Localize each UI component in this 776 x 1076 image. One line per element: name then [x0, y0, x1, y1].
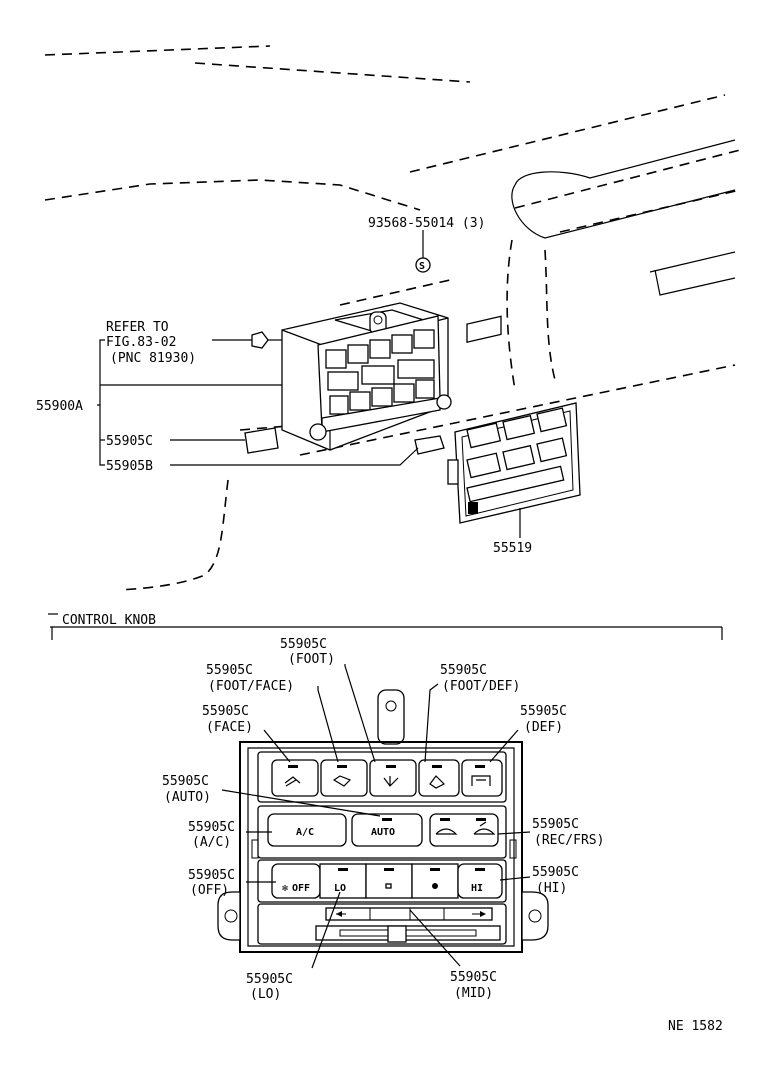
face-vent-icon: [284, 776, 301, 787]
dashboard-outline: [44, 45, 741, 591]
refer-label-line3: (PNC 81930): [110, 351, 196, 366]
ac-button[interactable]: [267, 813, 347, 847]
face-callout-part: 55905C: [202, 704, 249, 719]
lo-button-label: LO: [334, 883, 346, 894]
auto-button[interactable]: [351, 813, 423, 847]
foot-def-callout-desc: (FOOT/DEF): [442, 679, 520, 694]
ac-callout-part: 55905C: [188, 820, 235, 835]
foot-def-callout-part: 55905C: [440, 663, 487, 678]
top-label-group: 93568-55014 (3) REFER TO FIG.83-02 (PNC …: [36, 216, 532, 556]
off-callout-desc: (OFF): [190, 883, 229, 898]
refer-label-line2: FIG.83-02: [106, 335, 176, 350]
foot-button[interactable]: [369, 759, 417, 797]
fan-speed-dot-icon: [385, 883, 392, 889]
screw: S: [415, 230, 431, 273]
screw-part-label: 93568-55014 (3): [368, 216, 485, 231]
assembly-label: 55900A: [36, 399, 83, 414]
callout-leader-lines: [221, 664, 531, 969]
clip-fastener: [251, 331, 282, 349]
mid-callout-part: 55905C: [450, 970, 497, 985]
rec-fre-callout-part: 55905C: [532, 817, 579, 832]
lo-callout-part: 55905C: [246, 972, 293, 987]
def-callout-desc: (DEF): [524, 720, 563, 735]
assembly-button-grid: [317, 315, 441, 433]
knob-b-part: [414, 435, 445, 455]
defrost-icon: [471, 775, 491, 786]
slider-knob[interactable]: [387, 925, 407, 943]
hi-callout-part: 55905C: [532, 865, 579, 880]
off-button-label: OFF: [292, 883, 310, 894]
foot-def-button[interactable]: [418, 759, 460, 797]
fan-buttons-row: ✻ OFF LO HI: [271, 863, 503, 899]
callout-labels: 55905C (FOOT) 55905C (FOOT/FACE) 55905C …: [162, 637, 604, 1002]
fresh-air-icon: [473, 821, 496, 835]
top-leader-lines: [97, 339, 521, 538]
foot-icon: [383, 776, 399, 787]
knob-c-label: 55905C: [106, 434, 153, 449]
control-knob-section-frame: CONTROL KNOB: [48, 613, 723, 640]
knob-c-part: [244, 427, 279, 454]
fan-speed-dot-icon: [432, 883, 438, 889]
auto-callout-part: 55905C: [162, 774, 209, 789]
knob-b-label: 55905B: [106, 459, 153, 474]
control-assembly-unit: [281, 302, 452, 451]
off-callout-part: 55905C: [188, 868, 235, 883]
foot-face-callout-desc: (FOOT/FACE): [208, 679, 294, 694]
panel-label: 55519: [493, 541, 532, 556]
foot-callout-desc: (FOOT): [288, 652, 335, 667]
middle-buttons-row: A/C AUTO: [267, 813, 499, 847]
ac-callout-desc: (A/C): [192, 835, 231, 850]
foot-face-icon: [332, 775, 352, 787]
fan-icon: ✻: [282, 883, 288, 894]
panel-55519: [447, 315, 581, 524]
section-title: CONTROL KNOB: [62, 613, 156, 628]
temperature-slider: [315, 907, 501, 943]
defrost-button[interactable]: [461, 759, 503, 797]
auto-callout-desc: (AUTO): [164, 790, 211, 805]
lo-callout-desc: (LO): [250, 987, 281, 1002]
def-callout-part: 55905C: [520, 704, 567, 719]
hi-button-label: HI: [471, 883, 483, 894]
foot-callout-part: 55905C: [280, 637, 327, 652]
face-callout-desc: (FACE): [206, 720, 253, 735]
recirculate-icon: [435, 828, 458, 835]
svg-text:S: S: [419, 261, 425, 272]
foot-face-callout-part: 55905C: [206, 663, 253, 678]
refer-label-line1: REFER TO: [106, 320, 169, 335]
rec-fre-callout-desc: (REC/FRS): [534, 833, 604, 848]
mid-callout-desc: (MID): [454, 986, 493, 1001]
hi-callout-desc: (HI): [536, 881, 567, 896]
hi-button[interactable]: [457, 863, 503, 899]
figure-code: NE 1582: [668, 1019, 723, 1034]
mode-buttons-row: [271, 759, 503, 797]
ac-button-label: A/C: [296, 827, 314, 838]
foot-def-icon: [429, 775, 446, 789]
auto-button-label: AUTO: [371, 827, 395, 838]
rec-fre-button[interactable]: [429, 813, 499, 847]
